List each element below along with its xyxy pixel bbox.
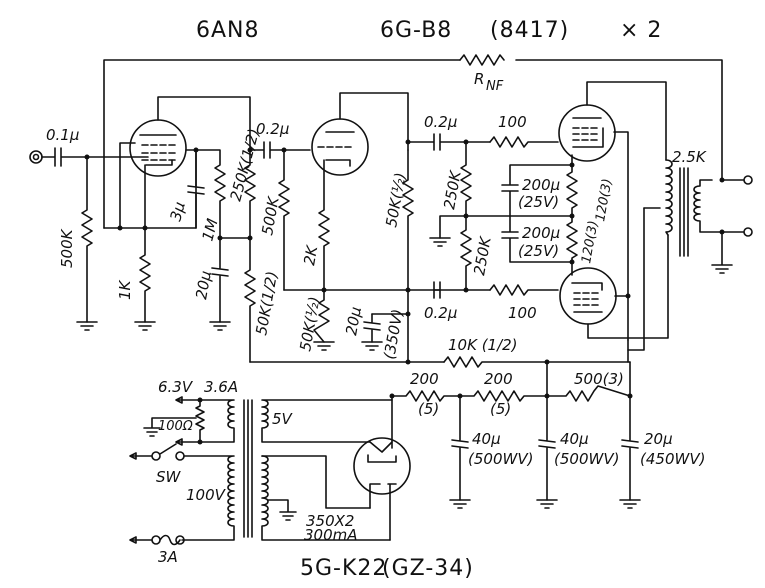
heater-v-label: 6.3V — [158, 378, 194, 396]
pi-cathode-res2-label: 50K(½) — [296, 295, 323, 352]
grid-res-label: 500K — [258, 195, 283, 237]
filter-res-3-label: 500(3) — [574, 370, 624, 388]
filter-cap-3-v-label: (450WV) — [640, 450, 705, 468]
heater-a-label: 3.6A — [204, 378, 238, 396]
hv-current-label: 300mA — [304, 526, 358, 544]
ot-impedance-label: 2.5K — [672, 148, 707, 166]
cath-cap-top-v-label: (25V) — [518, 193, 559, 211]
title-rectifier-alt: (GZ-34) — [382, 556, 474, 581]
ground-icon — [536, 499, 558, 509]
ground-icon — [711, 231, 733, 274]
rect-heater-label: 5V — [272, 410, 294, 428]
ground-icon — [429, 237, 451, 247]
title-output-tube: 6G-B8 — [380, 18, 452, 43]
filter-res-2-w-label: (5) — [490, 400, 511, 418]
output-transformer: 2.5K — [627, 148, 753, 351]
switch-label: SW — [156, 468, 182, 486]
grid-leak-bottom-label: 250K — [470, 235, 495, 277]
pi-cap-v-label: (350V) — [380, 308, 407, 361]
power-filter: 200 (5) 200 (5) 500(3) 40μ (500WV) 40μ (… — [389, 370, 705, 509]
output-tube-top — [558, 81, 667, 341]
filter-cap-1-label: 40μ — [472, 430, 501, 448]
ground-icon — [209, 321, 231, 331]
output-tube-bottom — [559, 234, 669, 339]
screen-res-label: 250K(1/2) — [226, 127, 263, 203]
input-cap-label: 0.1μ — [46, 126, 79, 144]
grid-stop-bottom-label: 100 — [508, 304, 537, 322]
ground-icon — [619, 499, 641, 509]
ground-icon — [76, 321, 98, 331]
bypass-cap-label: 3μ — [166, 200, 188, 223]
screen-bypass: 3μ 1M — [166, 147, 226, 243]
pi-cathode-res-label: 2K — [300, 243, 321, 266]
coupling-cap-top-label: 0.2μ — [424, 113, 457, 131]
rectifier-tube — [353, 437, 411, 541]
rnf-label: R — [474, 70, 484, 88]
mains-label: 100V — [186, 486, 227, 504]
speaker-terminal-icon[interactable] — [743, 227, 753, 237]
decouple-res-label: 50K(1/2) — [252, 270, 281, 337]
ground-icon — [143, 417, 197, 437]
phase-inverter-triode: 2K 50K(½) 20μ (350V) 50K(½) — [283, 92, 441, 363]
title-output-tube-alt: (8417) — [490, 18, 569, 43]
dropping-res-label: 10K (1/2) — [448, 336, 518, 354]
switch-contact-icon — [151, 451, 161, 461]
cathode-res-label: 1K — [116, 279, 134, 300]
ground-icon — [313, 341, 335, 351]
coupling-cap-1-label: 0.2μ — [256, 120, 289, 138]
rnf-resistor — [459, 54, 505, 66]
coupling-cap-bottom-label: 0.2μ — [424, 304, 457, 322]
pi-cap-label: 20μ — [342, 305, 365, 336]
ground-icon — [267, 499, 297, 521]
filter-cap-2-label: 40μ — [560, 430, 589, 448]
filter-cap-1-v-label: (500WV) — [468, 450, 533, 468]
cath-cap-top-label: 200μ — [522, 176, 560, 194]
filter-res-2-label: 200 — [484, 370, 513, 388]
filter-cap-3-label: 20μ — [644, 430, 673, 448]
power-switch[interactable] — [159, 443, 177, 455]
plate-load: 250K(1/2) 20μ 50K(1/2) — [192, 127, 281, 363]
ground-icon — [449, 499, 471, 509]
pi-plate-res-label: 50K(½) — [382, 171, 409, 228]
filter-cap-2-v-label: (500WV) — [554, 450, 619, 468]
driver-tube-pentode: 1K — [103, 96, 251, 331]
plate-res-1m-label: 1M — [198, 217, 221, 243]
cath-cap-bot-v-label: (25V) — [518, 242, 559, 260]
filter-res-1-w-label: (5) — [418, 400, 439, 418]
rnf-sub: NF — [486, 79, 504, 94]
output-coupling-bottom: 0.2μ 100 — [405, 281, 559, 322]
hv-secondary-label: 350X2 — [306, 512, 354, 530]
speaker-terminal-icon[interactable] — [743, 175, 753, 185]
decouple-cap-label: 20μ — [192, 269, 215, 300]
input-jack-icon — [29, 150, 43, 164]
ground-icon — [134, 321, 156, 331]
fuse-icon — [151, 535, 161, 545]
fuse-label: 3A — [158, 548, 178, 566]
grid-leak-top-label: 250K — [440, 169, 465, 211]
cath-res-top-label: 120(3) — [593, 178, 615, 223]
feedback-loop: R NF — [103, 54, 723, 229]
power-transformer: 6.3V 3.6A 100Ω 5V SW 100V 3A 350X2 300mA — [129, 378, 393, 566]
title-output-count: × 2 — [620, 18, 662, 43]
grid-stop-top-label: 100 — [498, 113, 527, 131]
filter-res-1-label: 200 — [410, 370, 439, 388]
input-res-label: 500K — [58, 228, 76, 268]
title-rectifier: 5G-K22 — [300, 556, 387, 581]
output-cathode-network: 200μ (25V) 200μ (25V) 120(3) 120(3) — [501, 162, 615, 265]
bplus-distribution: 10K (1/2) — [249, 336, 631, 397]
cath-res-bot-label: 120(3) — [579, 220, 601, 265]
cath-cap-bot-label: 200μ — [522, 224, 560, 242]
input-stage: 0.1μ 500K — [29, 126, 149, 331]
hum-pot-label: 100Ω — [158, 419, 193, 434]
title-driver-tube: 6AN8 — [196, 18, 260, 43]
ground-icon — [361, 341, 383, 351]
